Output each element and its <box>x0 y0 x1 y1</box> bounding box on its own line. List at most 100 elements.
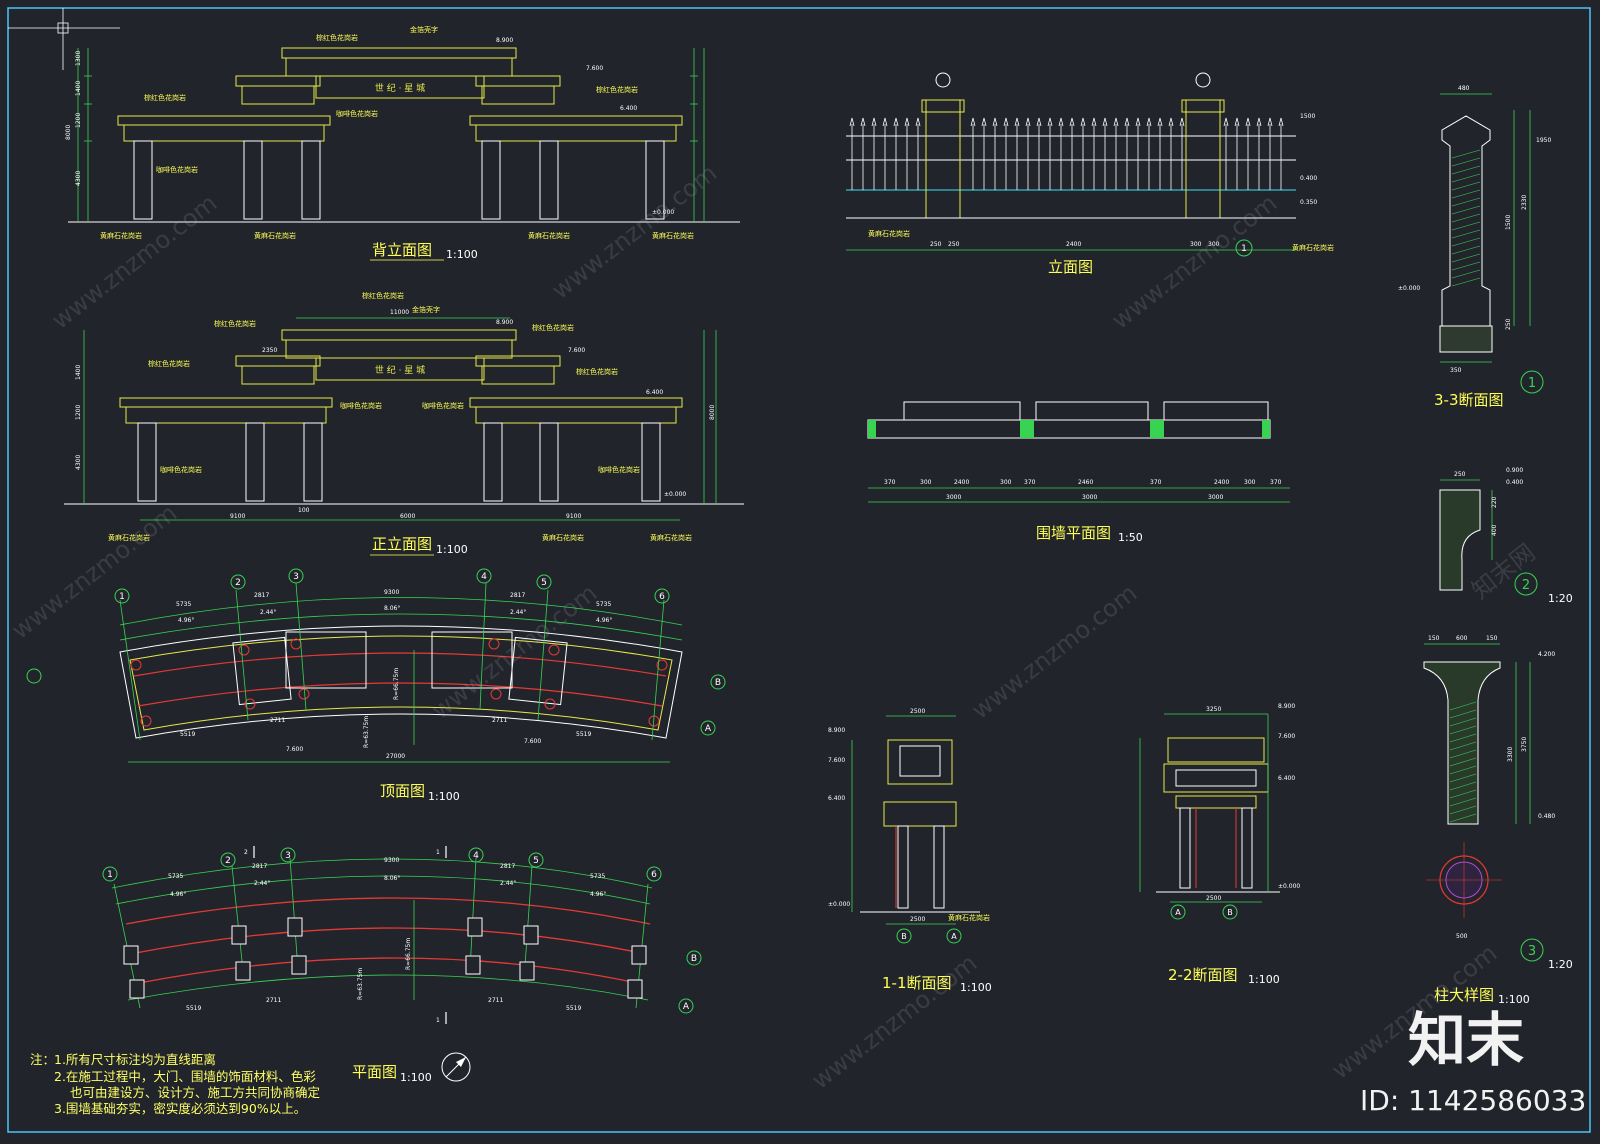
cursor-crosshair <box>8 8 120 70</box>
plan-inner-2: 2711 <box>266 997 281 1004</box>
plan-axis-b: B <box>691 954 697 964</box>
top-angle-2: 2.44° <box>260 609 276 616</box>
s33-level-0: ±0.000 <box>1398 285 1420 292</box>
front-elevation-title: 正立面图 <box>372 535 432 553</box>
note-line-3: 也可由建设方、设计方、施工方共同协商确定 <box>70 1085 320 1100</box>
wall-dim-6: 2460 <box>1078 479 1093 486</box>
back-dim-total: 8000 <box>65 125 72 140</box>
s11-label: 黄麻石花岗岩 <box>948 913 990 922</box>
hatch-line <box>1449 781 1477 791</box>
plan-section-mark-2: 1 <box>436 849 440 856</box>
hatch-line <box>1451 229 1481 239</box>
plan-scale: 1:100 <box>400 1071 432 1084</box>
detail-2-scale: 1:20 <box>1548 592 1573 605</box>
front-dim-1: 1400 <box>75 365 82 380</box>
hatch-line <box>1449 765 1477 775</box>
plan-section-mark-1: 2 <box>244 849 248 856</box>
back-dim-3: 1200 <box>75 113 82 128</box>
front-bottom-2: 6000 <box>400 513 415 520</box>
wall-plan-drawing: 370 300 2400 300 370 2460 370 2400 300 3… <box>867 401 1290 503</box>
hatch-line <box>1451 261 1481 271</box>
wall-dim-10: 370 <box>1270 479 1282 486</box>
hatch-line <box>1451 197 1481 207</box>
front-dim-3: 4300 <box>75 455 82 470</box>
back-label-brown: 棕红色花岗岩 <box>316 33 358 42</box>
hatch-line <box>1449 701 1477 711</box>
fence-elevation-drawing: 250 250 2400 300 300 1500 0.400 0.350 黄麻… <box>846 72 1334 257</box>
fence-spear <box>1124 117 1130 127</box>
hatch-line <box>1449 789 1477 799</box>
front-level-1: 8.900 <box>496 319 513 326</box>
plan-chord-1: 5735 <box>168 873 183 880</box>
front-label-beige: 黄麻石花岗岩 <box>108 533 150 542</box>
note-line-2: 2.在施工过程中，大门、围墙的饰面材料、色彩 <box>54 1069 316 1084</box>
axis-a: A <box>705 724 712 734</box>
back-label-coffee-2: 咖啡色花岗岩 <box>156 165 198 174</box>
plan-axis-4: 4 <box>473 851 479 861</box>
fence-spear <box>1091 117 1097 127</box>
fence-spear <box>1157 117 1163 127</box>
hatch-line <box>1449 709 1477 719</box>
s22-level-3: 6.400 <box>1278 775 1295 782</box>
fence-spear <box>1069 117 1075 127</box>
section-22-drawing: 3250 2500 8.900 7.600 6.400 ±0.000 A B <box>1139 703 1300 920</box>
section-22-title: 2-2断面图 <box>1168 966 1238 984</box>
fence-spear <box>1146 117 1152 127</box>
hatch-line <box>1449 717 1477 727</box>
section-11-title: 1-1断面图 <box>882 974 952 992</box>
fence-spear <box>1014 117 1020 127</box>
front-level-3: 6.400 <box>646 389 663 396</box>
s33-ref: 1 <box>1528 376 1536 391</box>
fence-spear <box>1058 117 1064 127</box>
axis-b: B <box>715 678 721 688</box>
fence-spear <box>915 117 921 127</box>
top-view-title: 顶面图 <box>380 782 425 800</box>
s33-bottom: 350 <box>1450 367 1462 374</box>
fence-spear <box>849 117 855 127</box>
fence-spear <box>1047 117 1053 127</box>
hatch-line <box>1451 205 1481 215</box>
s22-level-2: 7.600 <box>1278 733 1295 740</box>
wall-dim-3: 2400 <box>954 479 969 486</box>
back-level-1: 8.900 <box>496 37 513 44</box>
hatch-line <box>1451 245 1481 255</box>
hatch-line <box>1449 805 1477 815</box>
axis-4: 4 <box>481 572 487 582</box>
fence-spear <box>882 117 888 127</box>
hatch-line <box>1451 165 1481 175</box>
back-label-brown-3: 棕红色花岗岩 <box>596 85 638 94</box>
plan-angle-4: 2.44° <box>500 880 516 887</box>
hatch-line <box>1451 181 1481 191</box>
plan-inner-3: 2711 <box>488 997 503 1004</box>
plan-title: 平面图 <box>352 1063 397 1081</box>
axis-3: 3 <box>293 572 299 582</box>
watermark-layer: www.znzmo.com www.znzmo.com www.znzmo.co… <box>6 159 1540 1095</box>
watermark-4: www.znzmo.com <box>6 499 182 645</box>
d2-width: 250 <box>1454 471 1466 478</box>
hatch-line <box>1449 741 1477 751</box>
fence-spear <box>1080 117 1086 127</box>
top-chord-5: 5735 <box>596 601 611 608</box>
hatch-line <box>1451 253 1481 263</box>
column-detail-scale: 1:100 <box>1498 993 1530 1006</box>
fence-spear <box>992 117 998 127</box>
watermark-5: www.znzmo.com <box>426 579 602 725</box>
axis-5: 5 <box>541 578 547 588</box>
s33-dim-1: 2330 <box>1521 195 1528 210</box>
s33-level-1: 1950 <box>1536 137 1551 144</box>
back-dim-2: 1400 <box>75 81 82 96</box>
hatch-line <box>1451 149 1481 159</box>
front-label-brown-4: 棕红色花岗岩 <box>148 359 190 368</box>
front-label-gold: 金箔壳字 <box>412 305 440 314</box>
hatch-line <box>1451 277 1481 287</box>
plan-inner-1: 5519 <box>186 1005 201 1012</box>
back-dim-4: 4300 <box>75 171 82 186</box>
section-33-drawing: 480 2330 1500 1950 250 350 ±0.000 1 <box>1398 85 1551 394</box>
top-view-drawing: 5735 2817 9300 2817 5735 4.96° 2.44° 8.0… <box>119 582 683 763</box>
col-dim-3: 150 <box>1486 635 1498 642</box>
fence-spear <box>1245 117 1251 127</box>
plan-axis-6: 6 <box>651 870 657 880</box>
front-label-coffee-3: 咖啡色花岗岩 <box>160 465 202 474</box>
s11-axis-b: B <box>901 932 907 941</box>
